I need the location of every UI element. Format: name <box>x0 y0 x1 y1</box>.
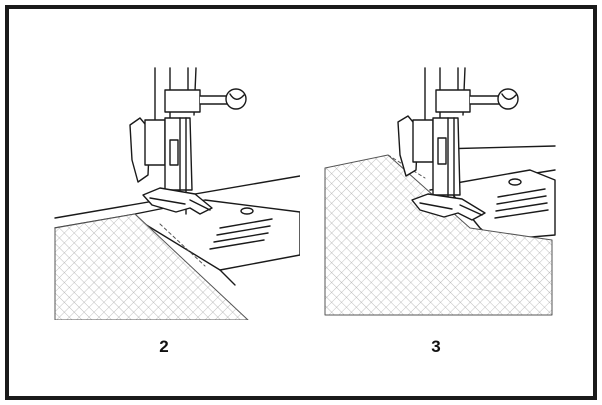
figure-label-2: 2 <box>159 337 169 356</box>
presser-foot <box>142 187 213 215</box>
illustration-step-2 <box>54 67 300 320</box>
figure-label-3: 3 <box>431 337 441 356</box>
needle-plate <box>444 169 556 241</box>
plate-screw <box>508 178 522 186</box>
fabric <box>54 213 249 320</box>
illustration-step-3 <box>324 67 556 316</box>
presser-foot <box>411 193 486 221</box>
plate-screw <box>240 207 254 215</box>
